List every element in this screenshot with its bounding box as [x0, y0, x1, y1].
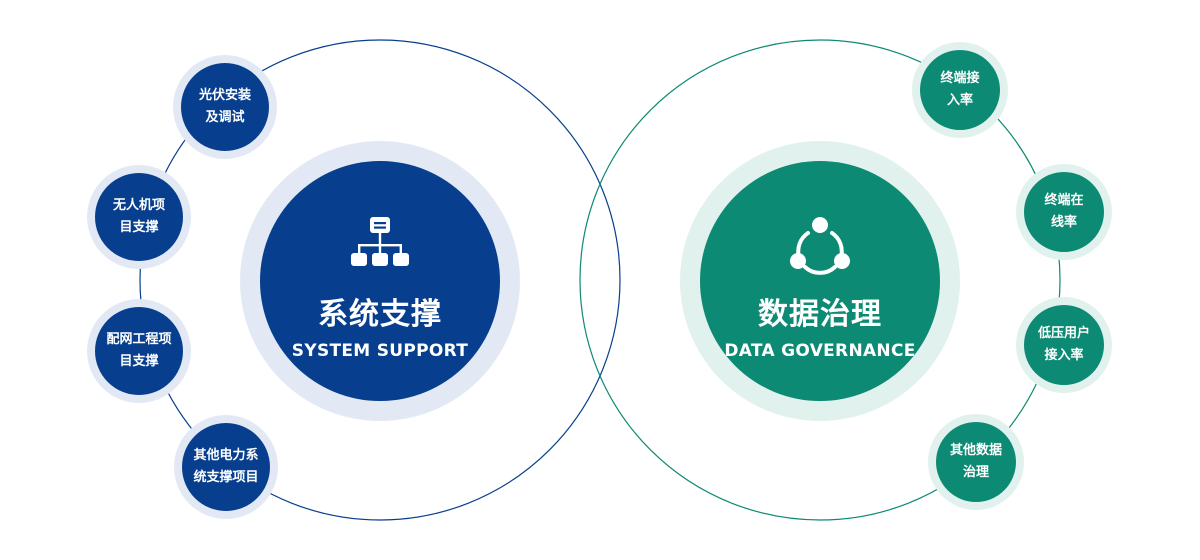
- right-hub: 数据治理 DATA GOVERNANCE: [700, 161, 940, 401]
- item-label-line: 无人机项: [112, 198, 165, 213]
- item-label-line: 配网工程项: [106, 332, 172, 347]
- item-label-line: 终端接: [940, 71, 980, 86]
- item-label-line: 接入率: [1044, 348, 1084, 363]
- right-item-terminal-access: 终端接 入率: [920, 50, 1000, 130]
- left-item-drone: 无人机项 目支撑: [95, 173, 183, 261]
- left-item-distribution: 配网工程项 目支撑: [95, 307, 183, 395]
- item-label-line: 统支撑项目: [193, 470, 259, 485]
- left-hub-title: 系统支撑: [318, 297, 442, 332]
- item-label-line: 线率: [1050, 215, 1077, 230]
- left-hub-subtitle: SYSTEM SUPPORT: [291, 341, 469, 361]
- hierarchy-org-chart-icon: [348, 215, 412, 279]
- item-label-line: 其他数据: [949, 443, 1002, 458]
- right-orbit-circle: [579, 39, 1061, 521]
- item-label-line: 低压用户: [1037, 326, 1090, 341]
- item-label-line: 入率: [946, 93, 973, 108]
- right-hub-subtitle: DATA GOVERNANCE: [724, 341, 916, 361]
- left-hub: 系统支撑 SYSTEM SUPPORT: [260, 161, 500, 401]
- item-label-line: 及调试: [205, 110, 245, 125]
- right-hub-title: 数据治理: [758, 297, 882, 332]
- cycle-network-icon: [788, 215, 852, 279]
- left-item-other-power: 其他电力系 统支撑项目: [182, 423, 270, 511]
- item-label-line: 其他电力系: [193, 448, 259, 463]
- right-item-low-voltage: 低压用户 接入率: [1024, 305, 1104, 385]
- right-item-terminal-online: 终端在 线率: [1024, 172, 1104, 252]
- left-orbit-circle: [139, 39, 621, 521]
- item-label-line: 目支撑: [119, 220, 159, 235]
- right-item-other-data: 其他数据 治理: [936, 422, 1016, 502]
- item-label-line: 光伏安装: [198, 88, 251, 103]
- item-label-line: 治理: [962, 465, 989, 480]
- item-label-line: 目支撑: [119, 354, 159, 369]
- item-label-line: 终端在: [1044, 193, 1084, 208]
- left-item-pv-install: 光伏安装 及调试: [181, 63, 269, 151]
